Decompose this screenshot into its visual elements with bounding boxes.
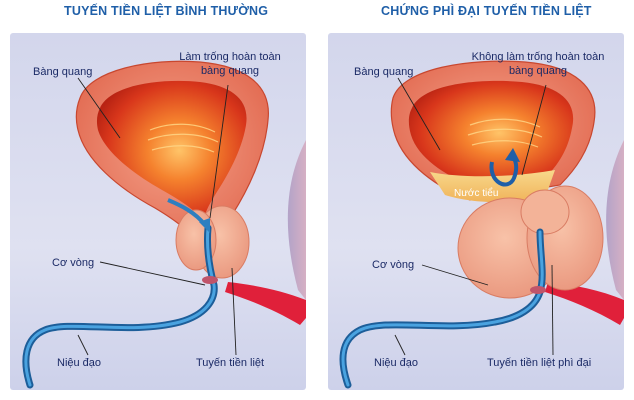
left-label-empty-line1: Làm trống hoàn toàn (179, 51, 281, 63)
left-label-empty-line2: bàng quang (201, 65, 259, 77)
right-label-bladder: Bàng quang (354, 66, 413, 78)
right-leader-lines (394, 77, 554, 356)
left-label-sphincter: Cơ vòng (52, 257, 94, 269)
right-label-residual-urine: Nước tiểu (454, 187, 498, 199)
left-artery (225, 282, 306, 325)
left-side-tissue (287, 140, 306, 300)
left-label-urethra: Niệu đạo (57, 357, 101, 369)
right-panel-title: CHỨNG PHÌ ĐẠI TUYẾN TIỀN LIỆT (381, 4, 592, 18)
left-flow-arrowhead (199, 218, 210, 233)
right-label-prostate: Tuyến tiền liệt phì đại (487, 357, 591, 369)
right-label-urethra: Niệu đạo (374, 357, 418, 369)
left-label-bladder: Bàng quang (33, 66, 92, 78)
left-bladder-cavity (96, 80, 247, 220)
right-residual-urine (430, 170, 555, 203)
left-panel: Bàng quang Làm trống hoàn toàn bàng quan… (10, 33, 306, 390)
right-urethra-highlight (341, 230, 544, 387)
left-sphincter (202, 276, 218, 284)
right-artery (545, 282, 624, 325)
right-label-empty-line1: Không làm trống hoàn toàn (472, 51, 605, 63)
right-bladder-cavity (408, 80, 574, 185)
right-side-tissue (606, 140, 624, 300)
right-label-empty-line2: bàng quang (509, 65, 567, 77)
left-bladder-highlights (147, 123, 219, 153)
left-panel-title: TUYẾN TIỀN LIỆT BÌNH THƯỜNG (64, 4, 269, 18)
right-prostate-median-lobe (520, 189, 570, 235)
left-label-prostate: Tuyến tiền liệt (196, 357, 264, 369)
right-panel: Bàng quang Không làm trống hoàn toàn bàn… (328, 33, 624, 390)
left-leader-lines (77, 77, 237, 356)
right-bladder-highlights (467, 118, 543, 148)
left-urethra-highlight (24, 226, 216, 387)
right-sphincter (530, 286, 546, 294)
right-label-sphincter: Cơ vòng (372, 259, 414, 271)
right-blocked-flow-arrowhead (505, 148, 520, 162)
